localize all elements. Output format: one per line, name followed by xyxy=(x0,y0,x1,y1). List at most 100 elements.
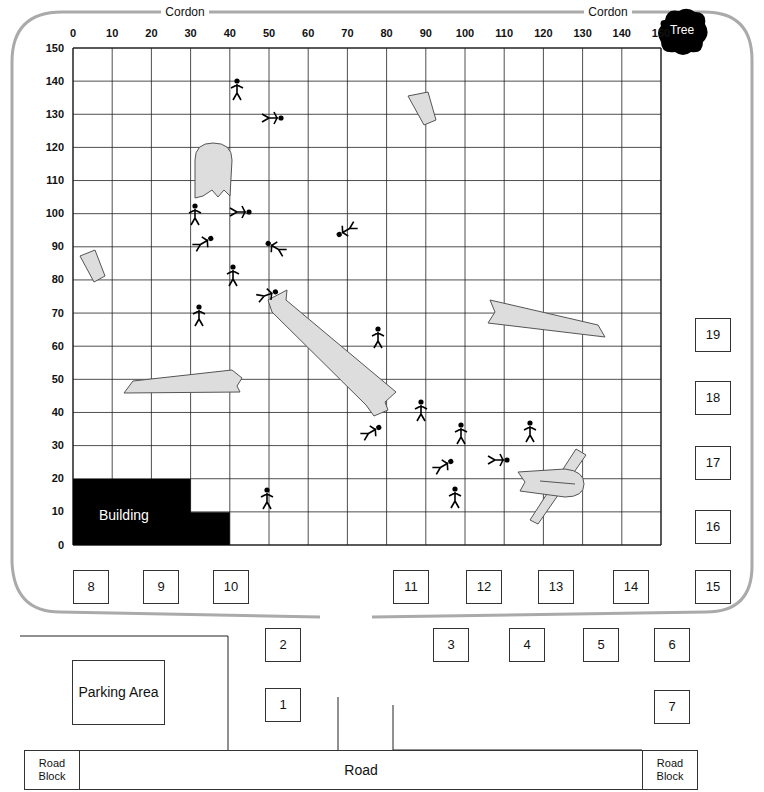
node-text: Road Block xyxy=(27,757,77,782)
person-figure xyxy=(191,232,216,253)
node-text: 6 xyxy=(668,638,675,653)
building-outline xyxy=(73,479,230,545)
person-figure xyxy=(449,486,461,508)
node-text: 10 xyxy=(224,580,238,595)
node-text: 17 xyxy=(706,456,720,471)
road: Road xyxy=(80,750,642,790)
person-figure xyxy=(193,304,205,326)
axis-number: 110 xyxy=(495,28,513,39)
axis-number: 0 xyxy=(70,28,76,39)
position-box: 16 xyxy=(695,510,731,544)
person-figure xyxy=(334,220,359,241)
node-text: 14 xyxy=(624,580,638,595)
axis-number: 50 xyxy=(263,28,275,39)
position-box: 11 xyxy=(393,570,429,604)
axis-number: 80 xyxy=(380,28,392,39)
axis-number: 80 xyxy=(52,274,64,285)
node-text: 16 xyxy=(706,520,720,535)
axis-number: 90 xyxy=(52,241,64,252)
node-text: 2 xyxy=(279,638,286,653)
node-text: 18 xyxy=(706,391,720,406)
position-box: 19 xyxy=(695,318,731,352)
node-text: Road Block xyxy=(645,757,695,782)
axis-number: 60 xyxy=(52,341,64,352)
position-box: 17 xyxy=(695,446,731,480)
position-box: 15 xyxy=(695,570,731,604)
person-figure xyxy=(488,454,510,466)
axis-number: 100 xyxy=(46,208,64,219)
cordon-line xyxy=(12,12,752,617)
position-box: 14 xyxy=(613,570,649,604)
building-block: Building xyxy=(73,479,230,545)
axis-number: 10 xyxy=(106,28,118,39)
person-figure xyxy=(359,421,384,442)
road-block: Road Block xyxy=(24,750,80,790)
node-text: 12 xyxy=(477,580,491,595)
position-box: 7 xyxy=(654,690,690,724)
cordon-label: Cordon xyxy=(161,6,208,18)
person-figure xyxy=(227,264,239,286)
person-figure xyxy=(261,487,273,509)
wreckage xyxy=(80,92,605,524)
axis-number: 50 xyxy=(52,374,64,385)
axis-number: 70 xyxy=(341,28,353,39)
axis-number: 120 xyxy=(534,28,552,39)
position-box: 1 xyxy=(265,688,301,722)
person-figure xyxy=(189,203,201,225)
person-figure xyxy=(263,237,288,258)
cordon-label: Cordon xyxy=(584,6,631,18)
node-text: 5 xyxy=(597,638,604,653)
node-text: 11 xyxy=(404,580,418,595)
node-text: 15 xyxy=(706,580,720,595)
axis-number: 20 xyxy=(52,473,64,484)
position-box: 12 xyxy=(466,570,502,604)
axis-number: 30 xyxy=(184,28,196,39)
node-text: Road xyxy=(344,762,377,778)
node-text: 9 xyxy=(157,580,164,595)
axis-number: 130 xyxy=(573,28,591,39)
node-text: 19 xyxy=(706,328,720,343)
position-box: 9 xyxy=(143,570,179,604)
person-figure xyxy=(431,455,456,476)
axis-number: 20 xyxy=(145,28,157,39)
road-lines xyxy=(20,636,642,750)
axis-number: 70 xyxy=(52,308,64,319)
person-figure xyxy=(262,112,284,124)
axis-number: 40 xyxy=(224,28,236,39)
person-figure xyxy=(256,285,280,304)
axis-number: 40 xyxy=(52,407,64,418)
node-text: 7 xyxy=(668,700,675,715)
node-text: 4 xyxy=(523,638,530,653)
person-figure xyxy=(524,420,536,442)
axis-number: 100 xyxy=(456,28,474,39)
position-box: 8 xyxy=(73,570,109,604)
person-figure xyxy=(231,78,243,100)
node-text: 3 xyxy=(447,638,454,653)
casualty-figures xyxy=(189,78,536,509)
axis-number: 30 xyxy=(52,440,64,451)
axis-number: 150 xyxy=(46,43,64,54)
position-box: 2 xyxy=(265,628,301,662)
parking-area: Parking Area xyxy=(72,660,165,725)
person-figure xyxy=(372,326,384,348)
position-box: 10 xyxy=(213,570,249,604)
axis-number: 10 xyxy=(52,506,64,517)
node-text: 13 xyxy=(549,580,563,595)
axis-number: 120 xyxy=(46,142,64,153)
road-block: Road Block xyxy=(642,750,698,790)
axis-number: 0 xyxy=(58,540,64,551)
position-box: 13 xyxy=(538,570,574,604)
position-box: 18 xyxy=(695,381,731,415)
node-text: Tree xyxy=(670,24,694,38)
position-box: 5 xyxy=(583,628,619,662)
axis-number: 60 xyxy=(302,28,314,39)
axis-number: 90 xyxy=(420,28,432,39)
position-box: 6 xyxy=(654,628,690,662)
person-figure xyxy=(455,422,467,444)
node-text: 8 xyxy=(87,580,94,595)
person-figure xyxy=(415,399,427,421)
node-text: Building xyxy=(99,507,149,523)
axis-number: 140 xyxy=(613,28,631,39)
person-figure xyxy=(230,206,252,218)
axis-number: 140 xyxy=(46,76,64,87)
